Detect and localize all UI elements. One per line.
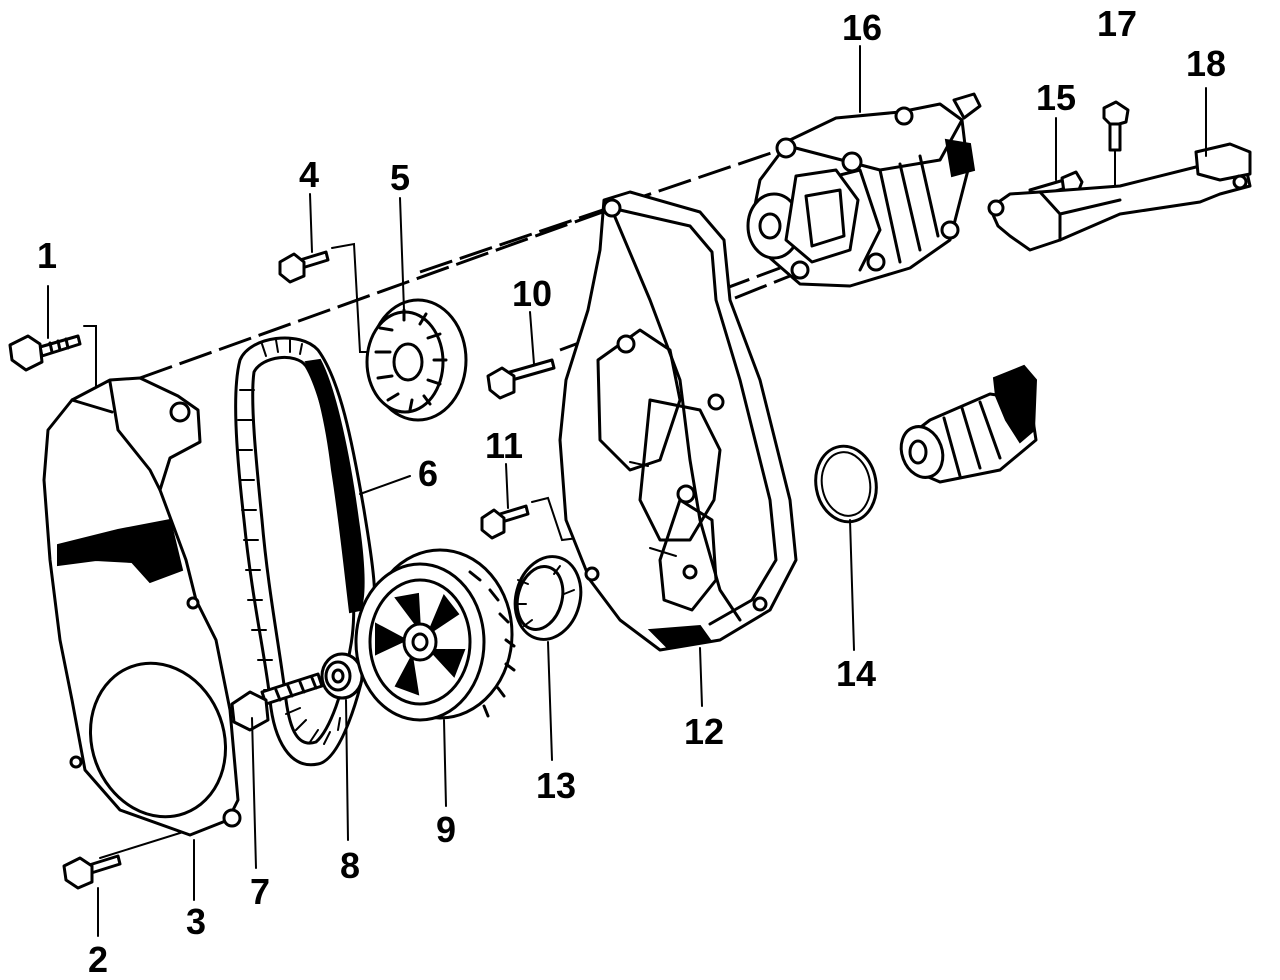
crankshaft-pulley [354, 548, 516, 722]
bolt-2 [62, 854, 122, 890]
leader-lines [47, 45, 1057, 937]
callout-18: 18 [1186, 43, 1226, 84]
callout-17: 17 [1097, 3, 1137, 44]
callout-14: 14 [836, 653, 876, 694]
bracket-18 [987, 87, 1252, 252]
callout-1: 1 [37, 235, 57, 276]
callout-labels: 1 2 3 4 5 6 7 8 9 10 11 12 13 14 15 16 1… [37, 3, 1226, 980]
pump-assembly [746, 92, 982, 288]
bolt-11 [480, 496, 579, 542]
callout-15: 15 [1036, 77, 1076, 118]
bolt-17 [1102, 100, 1130, 215]
callout-3: 3 [186, 901, 206, 942]
callout-16: 16 [842, 7, 882, 48]
camshaft-sprocket [365, 298, 468, 422]
drive-coupling [899, 364, 1038, 484]
callout-9: 9 [436, 809, 456, 850]
callout-13: 13 [536, 765, 576, 806]
callout-5: 5 [390, 157, 410, 198]
bolt-1 [8, 325, 97, 387]
oil-seal [513, 555, 583, 641]
o-ring [814, 444, 878, 524]
outer-timing-cover [42, 376, 242, 837]
callout-2: 2 [88, 939, 108, 980]
callout-10: 10 [512, 273, 552, 314]
callout-11: 11 [485, 425, 523, 466]
callout-4: 4 [299, 154, 319, 195]
inner-timing-housing [558, 190, 798, 652]
bolt-10 [486, 358, 556, 400]
callout-8: 8 [340, 845, 360, 886]
washer-8 [320, 652, 364, 700]
callout-6: 6 [418, 453, 438, 494]
callout-12: 12 [684, 711, 724, 752]
callout-7: 7 [250, 871, 270, 912]
bolt-7 [230, 672, 324, 732]
